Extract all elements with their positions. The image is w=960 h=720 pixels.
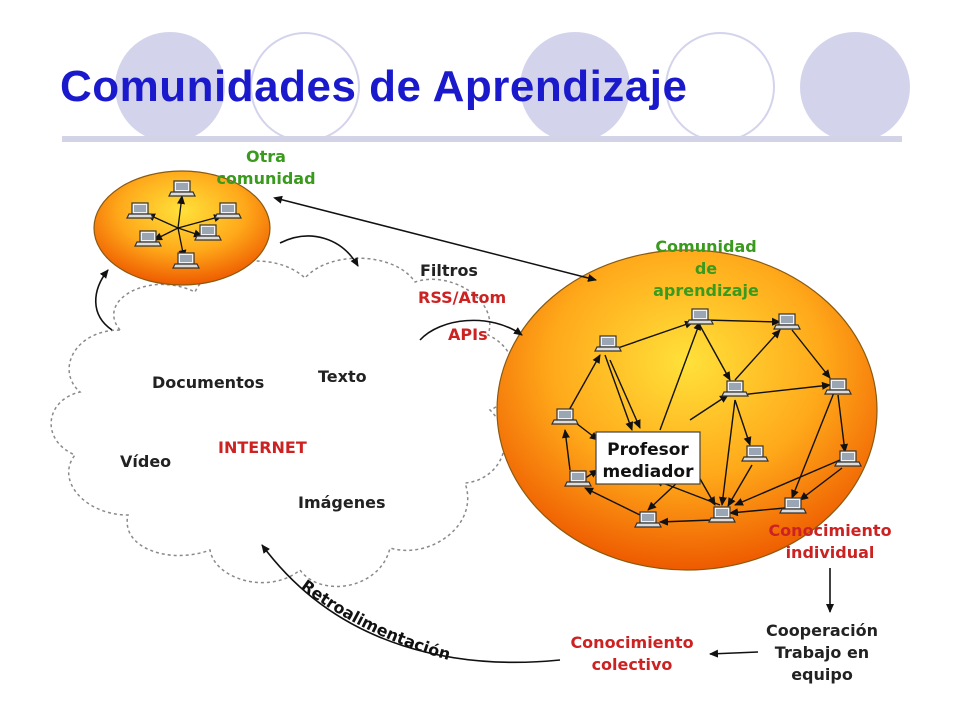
comunidad-network (562, 317, 848, 526)
profesor-label: Profesor (607, 440, 689, 460)
cooperacion-label: Cooperación (766, 621, 878, 640)
internet-label: INTERNET (218, 438, 307, 457)
apis-label: APIs (448, 325, 488, 344)
rss-atom-label: RSS/Atom (418, 288, 506, 307)
cloud-to-sphere-arrow (95, 269, 113, 331)
apis-arrow (419, 319, 523, 341)
retroalimentacion-arrow (261, 544, 561, 664)
imagenes-label: Imágenes (298, 493, 386, 512)
slide-title: Comunidades de Aprendizaje (60, 62, 688, 111)
mediador-label: mediador (603, 462, 695, 482)
comunidad-label: comunidad (216, 169, 315, 188)
conocimiento-individual-label-2: individual (786, 543, 875, 562)
comunidad-aprendizaje-label-1: Comunidad (655, 237, 756, 256)
retroalimentacion-label: Retroalimentación (298, 576, 453, 664)
comunidad-aprendizaje-label-2: de (695, 259, 717, 278)
video-label: Vídeo (120, 452, 171, 471)
otra-comunidad-sphere (93, 170, 271, 286)
otra-label: Otra (246, 147, 286, 166)
profesor-mediador-box (595, 431, 701, 485)
trabajo-label: Trabajo en (775, 643, 869, 662)
cooperacion-to-colectivo-arrow (709, 649, 759, 658)
decor-circle-1 (115, 32, 225, 142)
community-link-arrow (273, 195, 597, 282)
conocimiento-colectivo-label-2: colectivo (592, 655, 673, 674)
conocimiento-individual-label-1: Conocimiento (768, 521, 891, 540)
texto-label: Texto (318, 367, 367, 386)
decor-circle-5 (800, 32, 910, 142)
comunidad-aprendizaje-label-3: aprendizaje (653, 281, 759, 300)
otra-comunidad-network (146, 195, 223, 259)
internet-cloud (50, 257, 515, 588)
title-underline (62, 136, 902, 142)
sphere-to-cloud-arrow (279, 235, 359, 267)
documentos-label: Documentos (152, 373, 264, 392)
filtros-label: Filtros (420, 261, 478, 280)
equipo-label: equipo (791, 665, 853, 684)
decor-circle-3 (520, 32, 630, 142)
conocimiento-colectivo-label-1: Conocimiento (570, 633, 693, 652)
